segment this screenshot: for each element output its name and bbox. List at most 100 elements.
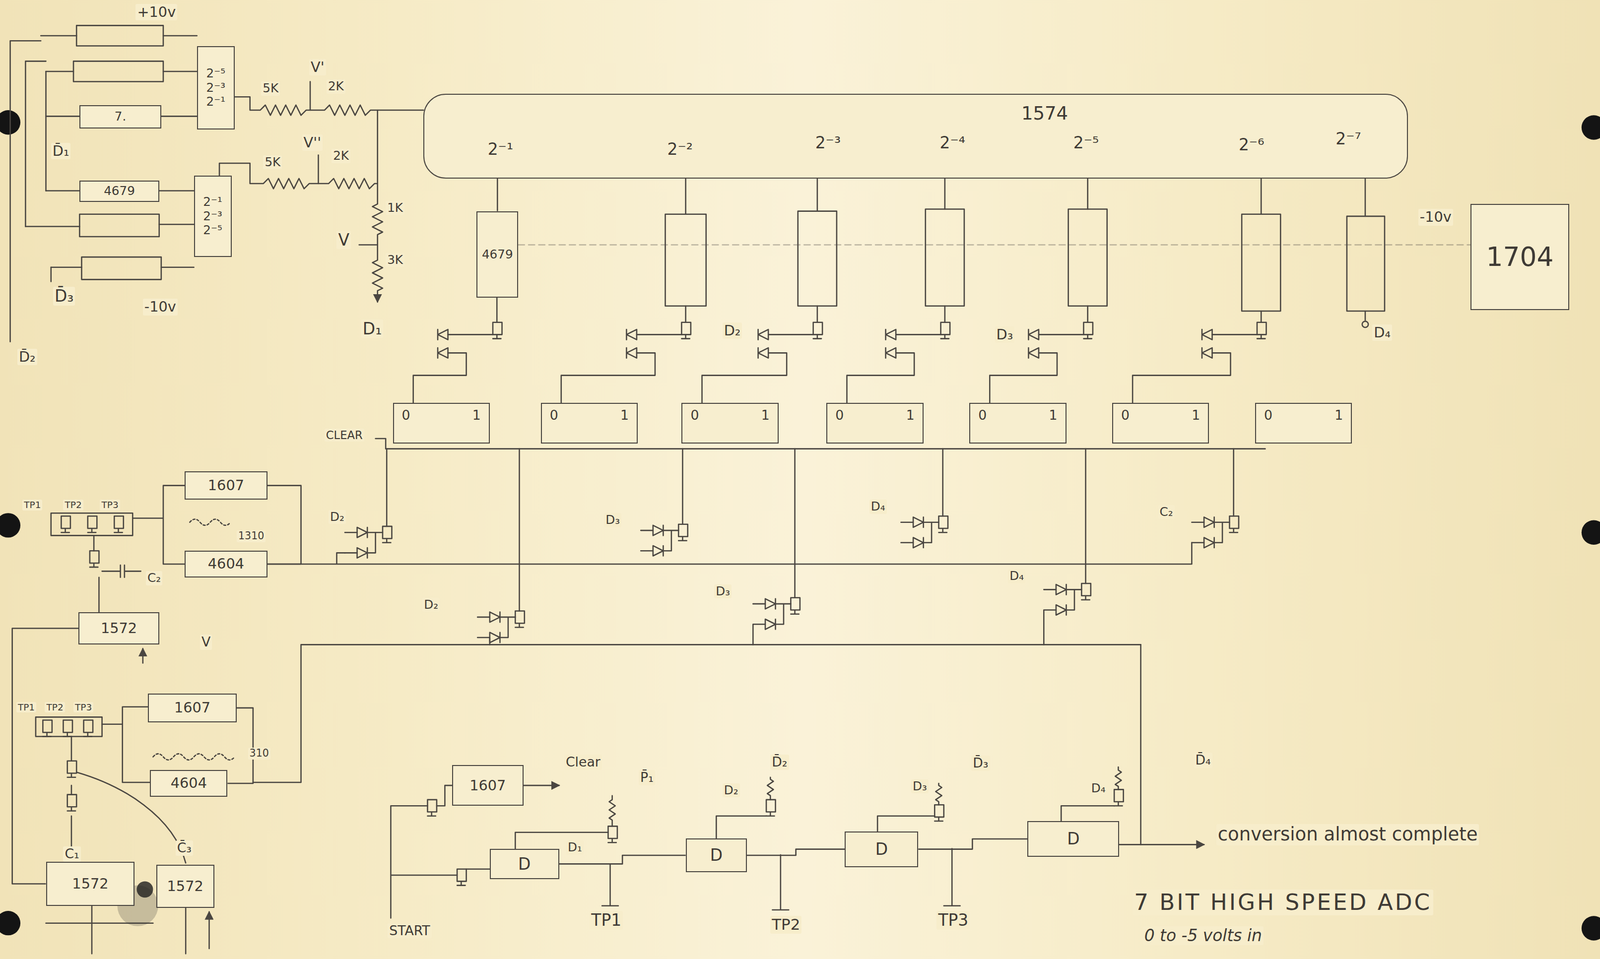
node-text: 1 (1334, 407, 1343, 424)
diode-gate (1043, 449, 1086, 646)
module-box: 1704 (1470, 203, 1570, 311)
timing-circuit (98, 577, 100, 613)
sequencer-circuit (523, 785, 560, 787)
wire-connector (12, 628, 79, 884)
node-text: 2⁻⁵ (1073, 133, 1099, 153)
resistor-bank (10, 40, 52, 342)
signal-label: V (336, 230, 351, 250)
bit-column (492, 322, 503, 339)
bit-column (437, 329, 449, 340)
signal-label: 1K (385, 200, 405, 215)
timing-circuit (208, 912, 210, 949)
wire-connector (496, 178, 499, 212)
resistor-ladder (234, 96, 424, 116)
signal-label: TP2 (44, 702, 65, 713)
punch-hole (0, 513, 21, 538)
smudge (136, 881, 154, 898)
diagram-caption: 0 to -5 volts in (1142, 926, 1264, 946)
node-text: 1 (906, 407, 915, 424)
resistor-bank (81, 257, 161, 280)
timing-circuit (102, 707, 151, 783)
diode-gate (640, 449, 683, 552)
resistor-box: 4679 (79, 180, 159, 202)
signal-label: 3K (385, 253, 405, 267)
signal-label: V (200, 634, 212, 651)
signal-label: +10v (135, 3, 178, 21)
signal-label: C₂ (1158, 505, 1175, 520)
timing-circuit (142, 649, 144, 664)
ladder-network: 15742⁻¹2⁻²2⁻³2⁻⁴2⁻⁵2⁻⁶2⁻⁷ (423, 93, 1408, 179)
bit-column (681, 322, 691, 339)
signal-label: TP1 (589, 911, 623, 931)
bit-column (989, 306, 1088, 403)
diode-gate (489, 632, 501, 644)
signal-label: D₂ (328, 510, 346, 525)
node-text: 4604 (170, 775, 207, 792)
diode-gate (1056, 584, 1067, 596)
module-box: 1572 (46, 862, 135, 906)
signal-label: D̄₂ (770, 754, 789, 771)
bit-column (758, 329, 769, 340)
node-text: 0 (835, 407, 844, 424)
signal-label: Clear (564, 754, 602, 771)
timing-circuit (89, 550, 100, 568)
diode-gate (357, 547, 368, 559)
timing-circuit (83, 720, 94, 737)
bit-column (626, 347, 637, 359)
flip-flop: 01 (681, 402, 779, 444)
bit-column (925, 208, 965, 306)
punch-hole (1581, 520, 1600, 545)
signal-label: D₁ (566, 840, 584, 855)
sequencer-circuit (457, 869, 467, 886)
module-box: 1572 (156, 865, 215, 908)
node-text: 1574 (1021, 103, 1068, 125)
timing-circuit (63, 720, 73, 737)
delay-box: D (844, 831, 919, 868)
signal-label: C̄₃ (175, 840, 194, 857)
wire-connector (918, 839, 1028, 850)
resistor-ladder (219, 163, 378, 189)
diode-gate (1229, 516, 1239, 533)
module-box: 4604 (149, 770, 228, 797)
bit-column (375, 178, 1471, 450)
signal-label: START (387, 923, 432, 939)
diode-gate (913, 537, 924, 549)
bit-column (885, 329, 897, 340)
node-text: 0 (401, 407, 411, 424)
node-text: 2⁻⁶ (1238, 135, 1265, 155)
resistor-bank (25, 35, 82, 268)
node-text: 2⁻³ (202, 209, 223, 224)
sequencer-circuit (877, 816, 935, 832)
signal-label: D₃ (911, 779, 929, 794)
diode-gate (752, 449, 795, 646)
bit-column (846, 306, 945, 403)
node-text: 0 (549, 407, 559, 424)
bit-column (685, 178, 1366, 217)
signal-label: 310 (248, 747, 271, 760)
signal-label: conversion almost complete (1216, 824, 1480, 846)
diode-gate (1203, 517, 1215, 528)
bit-column (437, 347, 449, 359)
node-text: 1 (1191, 407, 1200, 424)
sequencer-circuit (1119, 844, 1204, 846)
timing-circuit (70, 736, 73, 761)
signal-label: C₂ (145, 571, 163, 586)
punch-hole (0, 110, 1600, 941)
flip-flop: 01 (1255, 402, 1352, 444)
module-box: 1607 (452, 765, 524, 806)
diode-gate (344, 449, 387, 554)
module-box: 1572 (78, 612, 159, 646)
signal-label: D₄ (1372, 324, 1393, 341)
punch-hole (0, 911, 21, 936)
sequencer-circuit (935, 783, 942, 805)
signal-label: P̄₁ (638, 770, 656, 786)
resistor-bank (159, 35, 198, 268)
bit-column (1132, 311, 1262, 403)
node-text: 1 (1049, 407, 1058, 424)
diode-gate (253, 449, 1239, 846)
timing-circuit (51, 513, 133, 536)
diode-gate (1203, 537, 1215, 549)
bit-column (798, 211, 837, 307)
bit-column (1028, 329, 1039, 340)
